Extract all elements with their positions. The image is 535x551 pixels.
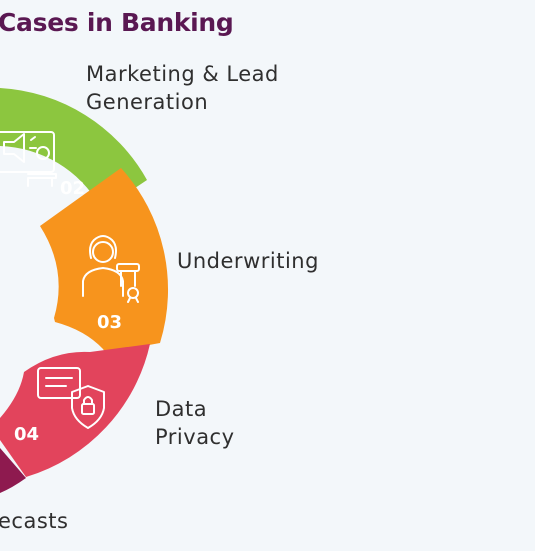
underwriter-person-icon: [82, 235, 140, 303]
document-shield-lock-icon: [37, 367, 105, 429]
segment-04: [0, 344, 150, 477]
label-line: Privacy: [155, 425, 235, 449]
megaphone-monitor-icon: [0, 131, 57, 187]
segment-03: [40, 168, 169, 353]
segment-04-number: 04: [14, 424, 39, 445]
diagram-title: Cases in Banking: [0, 8, 234, 37]
segment-03-number: 03: [97, 312, 122, 333]
label-data-privacy: Data Privacy: [155, 395, 235, 451]
segment-02-number: 02: [60, 178, 85, 199]
label-line: ecasts: [0, 509, 69, 533]
label-marketing-lead-generation: Marketing & Lead Generation: [86, 60, 279, 116]
segment-05: [0, 448, 26, 493]
label-line: Underwriting: [177, 249, 319, 273]
label-underwriting: Underwriting: [177, 247, 319, 275]
label-line: Marketing & Lead: [86, 62, 279, 86]
label-line: Generation: [86, 90, 209, 114]
label-forecasts: ecasts: [0, 507, 68, 535]
label-line: Data: [155, 397, 208, 421]
